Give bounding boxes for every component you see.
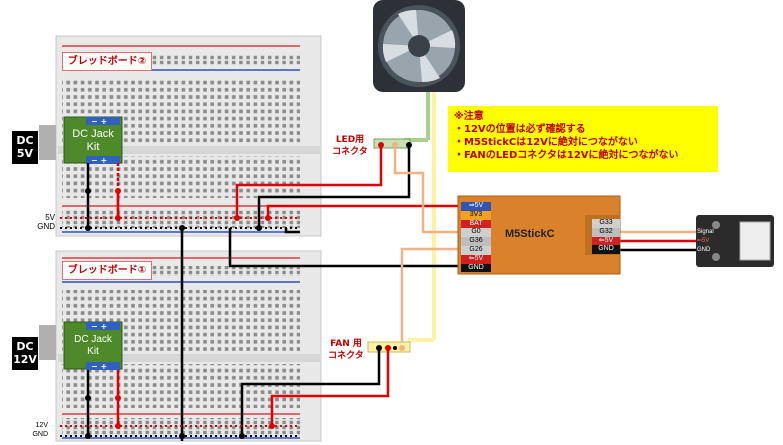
pin-g36: G36 [461,237,491,246]
dc-plug-top [39,125,56,160]
pin-g32: G32 [592,227,620,237]
pin-bat: BAT [461,219,491,229]
sensor-pin-gnd: GND [697,247,711,253]
fan-connector-label: FAN 用コネクタ [328,339,364,361]
svg-text:− +: − + [91,322,107,331]
pin-g26: G26 [461,245,491,255]
warning-note: ※注意 ・12Vの位置は必ず確認する ・M5StickCは12Vに絶対につながな… [448,106,718,172]
pin-g0: G0 [461,228,491,238]
svg-text:− +: − + [91,117,107,126]
m5-left-pins: ⇒5V 3V3 BAT G0 G36 G26 ⇐5V GND [461,202,491,273]
sensor-pins: Signal ⇐5V GND [697,228,737,255]
dc-plug-bottom [39,325,56,360]
dc-jack-kit-top: − + − + [63,116,123,165]
pin-3v3: 3V3 [461,210,491,220]
pin-5v-in-right: ⇐5V [592,236,620,246]
pin-gnd-right: GND [592,245,620,255]
breadboard-top-title: ブレッドボード② [62,52,152,71]
pin-5v-out: ⇒5V [461,202,491,211]
pin-g33: G33 [592,219,620,228]
sensor-pin-signal: Signal [697,229,714,235]
note-item: ・12Vの位置は必ず確認する [454,124,586,135]
breadboard-bottom-title: ブレッドボード① [62,261,152,280]
sensor-module [696,215,774,267]
note-title: ※注意 [454,111,484,122]
pin-gnd: GND [461,263,491,273]
note-item: ・FANのLEDコネクタは12Vに絶対につながない [454,150,679,161]
note-item: ・M5StickCは12Vに絶対につながない [454,137,638,148]
m5-right-pins: G33 G32 ⇐5V GND [592,219,620,255]
m5stickc-name: M5StickC [505,228,555,240]
svg-text:− +: − + [91,156,107,165]
signal-wires [393,145,696,342]
dc-jack-kit-bottom: − + − + [63,321,123,371]
connector-pins [85,142,412,439]
fan-cables [404,92,436,342]
pin-5v-in: ⇐5V [461,254,491,264]
svg-text:− +: − + [91,362,107,371]
fan-icon [373,0,465,92]
sensor-pin-5v: ⇐5V [697,238,710,244]
led-connector-label: LED用コネクタ [332,135,368,157]
